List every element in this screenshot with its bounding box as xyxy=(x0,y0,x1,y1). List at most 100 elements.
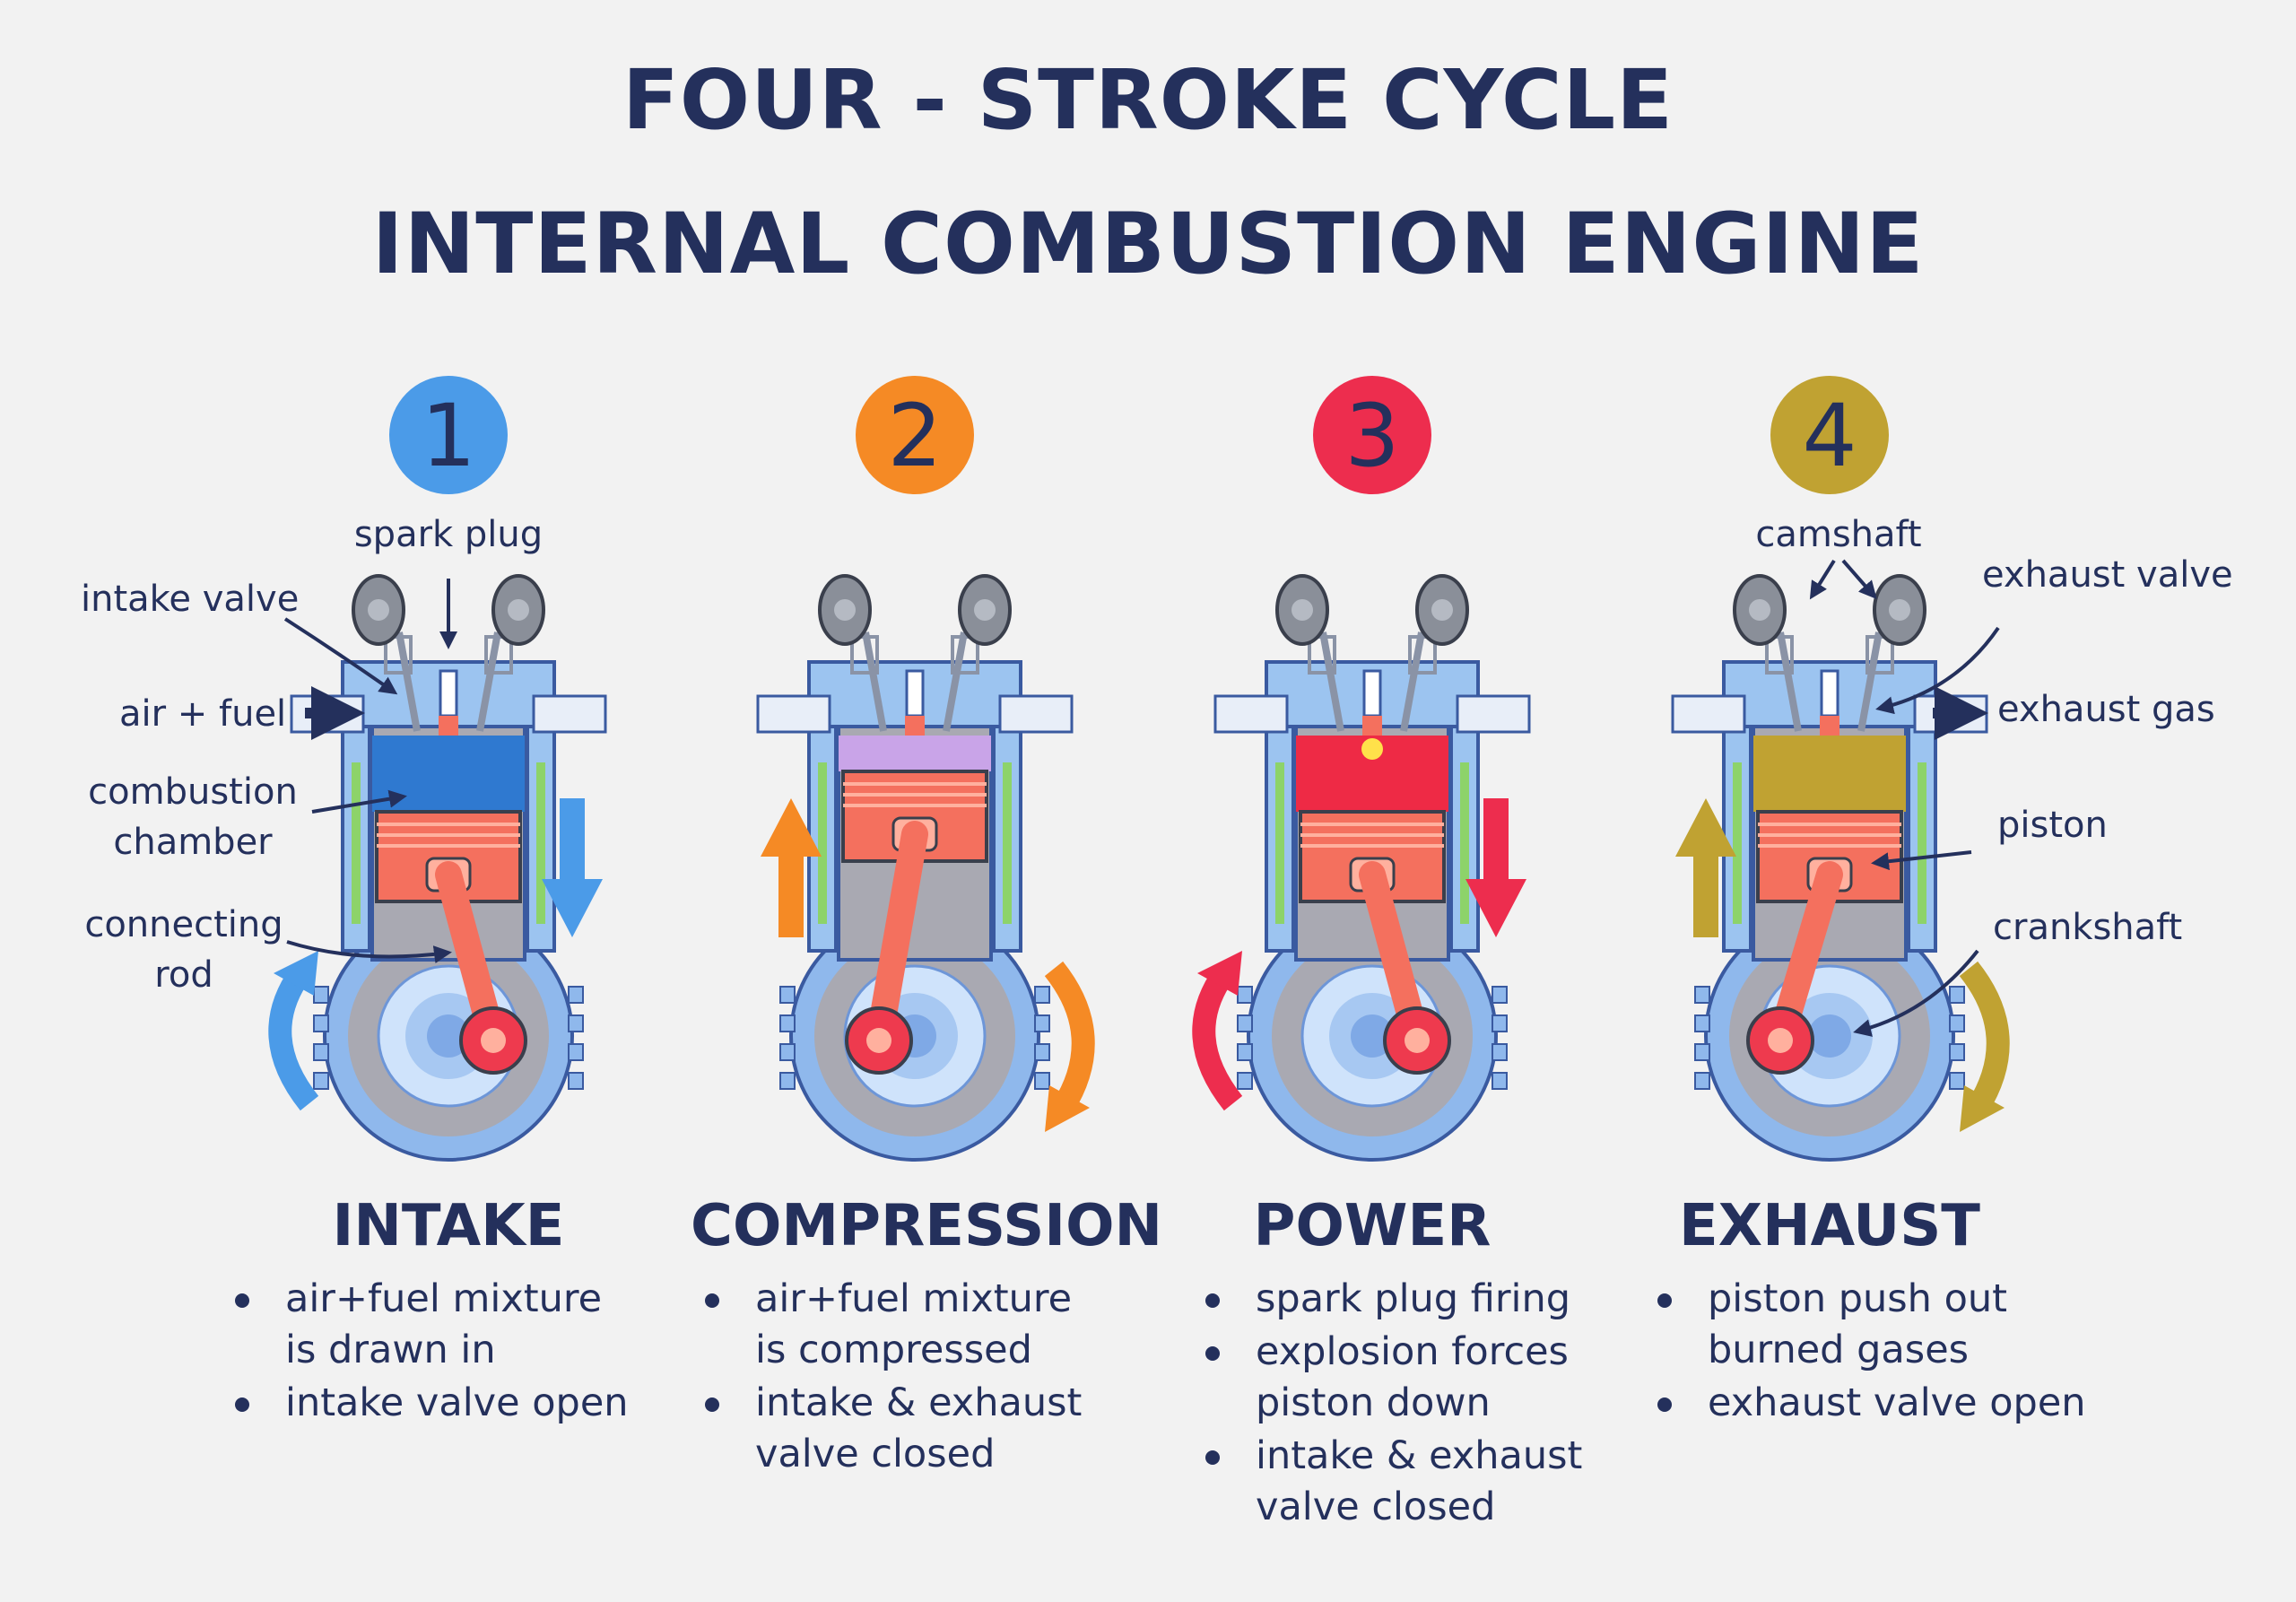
spark-plug xyxy=(1820,669,1839,718)
crankcase-bolt xyxy=(779,1014,796,1032)
down-arrow-icon xyxy=(542,798,603,937)
exhaust-port xyxy=(1456,694,1531,734)
crankshaft-center xyxy=(427,1014,470,1058)
coolant-left xyxy=(818,762,827,924)
leader-intake-valve xyxy=(283,617,398,695)
stage-title-power: POWER xyxy=(1253,1193,1492,1259)
rotation-arrow-head xyxy=(1045,1085,1090,1132)
label-piston: piston xyxy=(1997,805,2108,846)
rotation-arrow-icon xyxy=(1044,961,1095,1114)
rotation-arrow-icon xyxy=(1192,966,1243,1111)
bullets-intake: air+fuel mixture is drawn in intake valv… xyxy=(231,1274,644,1431)
camshaft-center xyxy=(974,599,996,621)
intake-valve xyxy=(1319,631,1344,732)
crankcase-bolt xyxy=(1034,986,1050,1004)
stage-title-compression: COMPRESSION xyxy=(691,1193,1163,1259)
coolant-right xyxy=(1003,762,1012,924)
stage-number: 1 xyxy=(421,386,475,486)
exhaust-valve xyxy=(1857,631,1883,732)
bullet-item: intake & exhaust valve closed xyxy=(1202,1431,1614,1533)
bullet-item: spark plug firing xyxy=(1202,1274,1614,1325)
engine-intake: 1 xyxy=(268,376,607,1162)
leader-crankshaft xyxy=(1853,949,1979,1037)
crankcase-bolt xyxy=(1237,1072,1253,1090)
crankcase-bolt xyxy=(313,1072,329,1090)
rotation-arrow-head xyxy=(1960,1085,2005,1132)
stage-title-intake: INTAKE xyxy=(332,1193,565,1259)
bullets-power: spark plug firing explosion forces pisto… xyxy=(1202,1274,1614,1535)
rotation-arrow-icon xyxy=(268,966,319,1111)
leader-exhaust-valve xyxy=(1875,626,2000,715)
camshaft-center xyxy=(1749,599,1770,621)
crankshaft-center xyxy=(1351,1014,1394,1058)
valve-spring xyxy=(1866,635,1894,675)
stage-number: 2 xyxy=(887,386,942,486)
exhaust-valve xyxy=(476,631,501,732)
bullet-item: intake & exhaust valve closed xyxy=(701,1378,1114,1480)
valve-spring xyxy=(951,635,979,675)
rotation-arrow-head xyxy=(1197,951,1242,996)
crankcase-bolt xyxy=(1237,1043,1253,1061)
valve-spring xyxy=(384,635,413,675)
exhaust-port xyxy=(998,694,1074,734)
intake-port xyxy=(1671,694,1746,734)
label-camshaft: camshaft xyxy=(1755,514,1922,555)
crankcase-bolt xyxy=(779,1072,796,1090)
camshaft-center xyxy=(368,599,389,621)
rotation-arrow-icon xyxy=(1959,961,2010,1114)
leader-camshaft-right xyxy=(1841,559,1877,600)
label-connecting-rod: connecting rod xyxy=(84,904,283,996)
title-line-2: INTERNAL COMBUSTION ENGINE xyxy=(371,196,1925,293)
engine-exhaust: 4 xyxy=(1671,376,2010,1162)
label-spark-plug: spark plug xyxy=(353,514,544,555)
camshaft-center xyxy=(1292,599,1313,621)
crankcase-bolt xyxy=(1949,1072,1965,1090)
down-arrow-icon xyxy=(1465,798,1526,937)
label-exhaust-gas: exhaust gas xyxy=(1997,689,2215,730)
crankcase-bolt xyxy=(1694,1043,1710,1061)
stage-title-exhaust: EXHAUST xyxy=(1679,1193,1980,1259)
leader-combustion-chamber xyxy=(311,789,407,814)
stage-number: 3 xyxy=(1344,386,1399,486)
crankcase-bolt xyxy=(1034,1043,1050,1061)
spark-plug xyxy=(439,669,458,718)
label-crankshaft: crankshaft xyxy=(1993,907,2183,948)
crankshaft-center xyxy=(1808,1014,1851,1058)
bullet-item: air+fuel mixture is drawn in xyxy=(231,1274,644,1376)
crank-pin-center xyxy=(866,1028,891,1053)
camshaft-center xyxy=(1889,599,1910,621)
crankcase-bolt xyxy=(1949,1014,1965,1032)
intake-valve xyxy=(1777,631,1802,732)
camshaft-center xyxy=(508,599,529,621)
stage-number-badge xyxy=(856,376,974,494)
stage-number-badge xyxy=(1770,376,1889,494)
crankcase-bolt xyxy=(568,986,584,1004)
bullet-item: air+fuel mixture is compressed xyxy=(701,1274,1114,1376)
crankcase-bolt xyxy=(1492,1014,1508,1032)
engine-compression: 2 xyxy=(756,376,1095,1162)
connecting-rod xyxy=(865,821,928,1054)
rotation-arrow-head xyxy=(274,951,318,996)
crank-pin-center xyxy=(1405,1028,1430,1053)
crankcase-bolt xyxy=(1034,1014,1050,1032)
crankcase-bolt xyxy=(1492,1043,1508,1061)
exhaust-port xyxy=(532,694,607,734)
up-arrow-icon xyxy=(1675,798,1736,937)
leader-camshaft-left xyxy=(1809,559,1836,600)
intake-valve xyxy=(396,631,421,732)
coolant-left xyxy=(1275,762,1284,924)
bullet-item: explosion forces piston down xyxy=(1202,1327,1614,1429)
coolant-right xyxy=(1918,762,1926,924)
spark-plug-tip xyxy=(905,716,925,736)
spark-plug xyxy=(1362,669,1382,718)
bullet-item: piston push out burned gases xyxy=(1654,1274,2102,1376)
coolant-left xyxy=(352,762,361,924)
stage-number-badge xyxy=(389,376,508,494)
camshaft-center xyxy=(1431,599,1453,621)
crankcase-bolt xyxy=(1034,1072,1050,1090)
combustion-chamber xyxy=(839,736,991,771)
crankcase-bolt xyxy=(1492,986,1508,1004)
crankcase-bolt xyxy=(313,1014,329,1032)
bullet-item: exhaust valve open xyxy=(1654,1378,2102,1429)
